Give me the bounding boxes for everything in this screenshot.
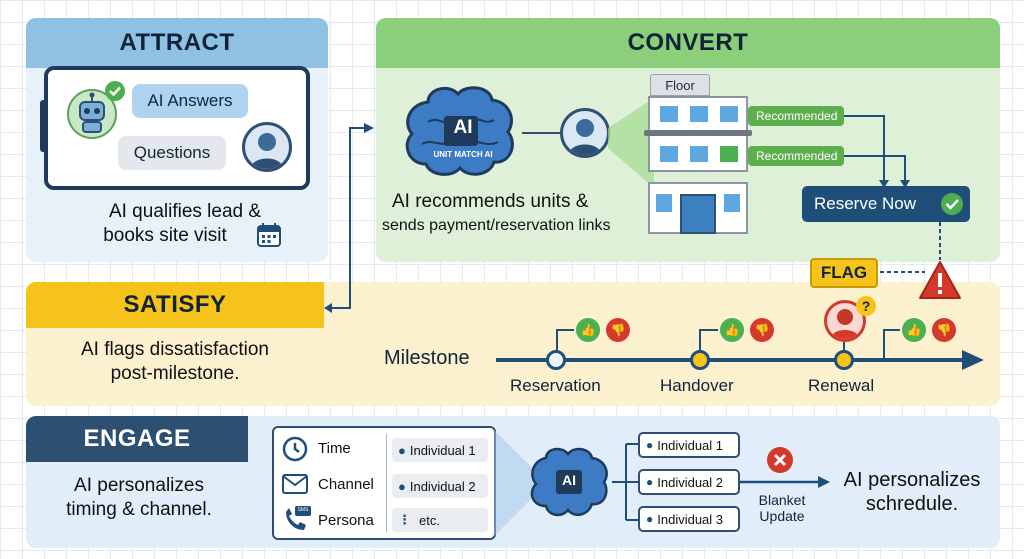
engage-beam: [494, 430, 534, 541]
left-individual-2: ● Individual 2: [392, 474, 488, 498]
person-icon: ●: [646, 512, 654, 526]
satisfy-description: AI flags dissatisfaction post-milestone.: [81, 339, 269, 384]
convert-title: CONVERT: [627, 29, 749, 56]
ai-answers-bubble: AI Answers: [132, 84, 248, 118]
blanket-update-rejected-icon: [766, 446, 794, 479]
engage-brain-label: AI: [562, 472, 576, 488]
sms-label: SMS: [297, 507, 309, 513]
floor-tag: Floor: [650, 74, 710, 96]
satisfy-header: SATISFY: [26, 282, 324, 328]
milestone-node-reservation: [546, 350, 566, 370]
building-window: [720, 106, 738, 122]
person-icon: ●: [398, 442, 406, 458]
timeline-line: [496, 358, 966, 362]
right-individual-2: ● Individual 2: [638, 469, 740, 495]
building-window-recommended: [720, 146, 738, 162]
satisfy-title: SATISFY: [123, 291, 227, 318]
milestone-label-renewal: Renewal: [808, 376, 875, 395]
building-door: [680, 194, 716, 234]
building-window: [656, 194, 672, 212]
person-icon: ●: [646, 438, 654, 452]
building-window: [690, 146, 708, 162]
milestone-node-handover: [690, 350, 710, 370]
factor-persona: Persona: [318, 512, 374, 529]
recommended-pill-1: Recommended: [748, 106, 844, 126]
clock-icon: [282, 436, 308, 467]
flag-badge: FLAG: [810, 258, 878, 288]
left-individual-1: ● Individual 1: [392, 438, 488, 462]
factors-divider: [386, 434, 387, 532]
engage-header: ENGAGE: [26, 416, 248, 462]
thumbs-down-icon[interactable]: 👎: [750, 318, 774, 342]
milestone-label-handover: Handover: [660, 376, 734, 395]
match-beam: [608, 98, 654, 193]
building-window: [690, 106, 708, 122]
question-badge-icon: ?: [856, 296, 876, 316]
reserve-check-icon: [940, 192, 964, 221]
sms-phone-icon: [282, 506, 312, 537]
milestone-label-reservation: Reservation: [510, 376, 601, 395]
envelope-icon: [282, 474, 308, 499]
attract-description: AI qualifies lead & books site visit: [103, 201, 262, 246]
engage-brain-icon: [526, 444, 612, 525]
thumbs-up-icon[interactable]: 👍: [720, 318, 744, 342]
factor-channel: Channel: [318, 476, 374, 493]
convert-brain-sublabel: UNIT MATCH AI: [433, 150, 493, 159]
timeline-arrow-icon: [962, 350, 984, 375]
thumbs-up-icon[interactable]: 👍: [902, 318, 926, 342]
milestone-node-renewal: [834, 350, 854, 370]
calendar-icon: [256, 222, 282, 253]
engage-result: AI personalizes schredule.: [843, 469, 981, 515]
timeline-label: Milestone: [384, 347, 470, 369]
engage-description: AI personalizes timing & channel.: [66, 475, 212, 520]
convert-brain-label: AI: [453, 117, 473, 138]
building-window: [660, 106, 678, 122]
warning-icon: [918, 260, 962, 305]
convert-header: CONVERT: [376, 18, 1000, 68]
ellipsis-icon: ⋮: [398, 512, 411, 527]
recommended-pill-2: Recommended: [748, 146, 844, 166]
building-divider: [644, 130, 752, 136]
person-icon: ●: [398, 478, 406, 494]
engage-title: ENGAGE: [83, 425, 191, 452]
robot-avatar-icon: [66, 88, 118, 145]
unit-match-brain-icon: [398, 82, 522, 185]
factor-time: Time: [318, 440, 351, 457]
building-window: [660, 146, 678, 162]
brain-to-user-line: [522, 132, 562, 134]
right-individual-3: ● Individual 3: [638, 506, 740, 532]
check-badge-icon: [104, 80, 126, 107]
building-window: [724, 194, 740, 212]
questions-bubble: Questions: [118, 136, 226, 170]
convert-description: AI recommends units & sends payment/rese…: [382, 191, 611, 234]
attract-header: ATTRACT: [26, 18, 328, 68]
thumbs-down-icon[interactable]: 👎: [932, 318, 956, 342]
thumbs-down-icon[interactable]: 👎: [606, 318, 630, 342]
attract-title: ATTRACT: [119, 29, 235, 56]
right-individual-1: ● Individual 1: [638, 432, 740, 458]
phone-side-button: [40, 100, 46, 152]
left-individual-etc: ⋮ etc.: [392, 508, 488, 532]
person-icon: ●: [646, 475, 654, 489]
user-avatar-icon: [242, 122, 292, 172]
thumbs-up-icon[interactable]: 👍: [576, 318, 600, 342]
dissatisfied-customer-avatar-icon: [824, 300, 866, 342]
blanket-update-label: Blanket Update: [758, 492, 806, 524]
